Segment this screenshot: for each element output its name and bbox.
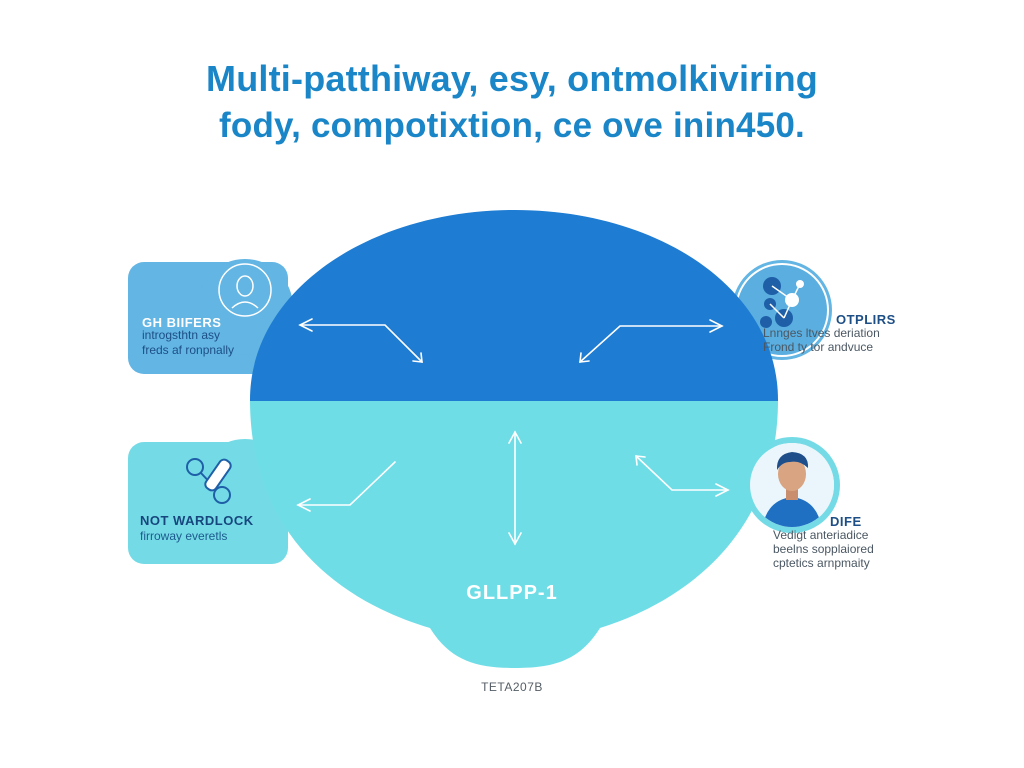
card-bottom-right-line2: beelns sopplaiored [773,542,874,556]
card-top-right-line2: Frond ty tor andvuce [763,340,874,354]
center-label: GLLPP-1 [466,582,558,604]
title-line-1-rest: ontmolkiviring [556,58,818,99]
title-line-2: fody, compotixtion, ce ove inin450. [0,106,1024,146]
card-bottom-right-line1: Vedigt anteriadice [773,528,869,542]
card-top-left-line2: freds af ronpnally [142,343,235,357]
title-line-2-tail: 450. [736,106,805,145]
title-line-1: Multi-patthiway, esy, ontmolkiviring [0,58,1024,100]
person-icon [218,263,272,317]
arrow-top-right [579,325,723,363]
card-bottom-left-heading: NOT WARDLOCK [140,513,254,528]
molecule-icon [760,277,804,328]
title-line-1-bold: Multi-patthiway, esy, [206,58,557,99]
man-portrait-icon [750,443,834,527]
card-bottom-left-line1: firroway everetls [140,529,228,543]
footer-label: TETA207B [481,680,543,694]
arrow-bottom-left [297,461,396,506]
title-line-2-bold: fody, compotixtion, [219,106,543,145]
card-bottom-right-heading: DIFE [830,514,862,529]
arrow-bottom-right [635,455,729,491]
card-top-right-heading: OTPLIRS [836,312,896,327]
card-top-left-line1: introgsthtn asy [142,328,221,342]
injector-pen-icon [186,458,232,504]
arrows [296,318,730,546]
card-top-left-heading: GH BIIFERS [142,315,222,330]
card-top-right-line1: Lnnges ltves deriation [763,326,880,340]
title-line-2-rest: ce ove inin [543,106,737,145]
card-bottom-right-line3: cptetics arnpmaity [773,556,870,570]
arrow-top-left [299,324,423,363]
